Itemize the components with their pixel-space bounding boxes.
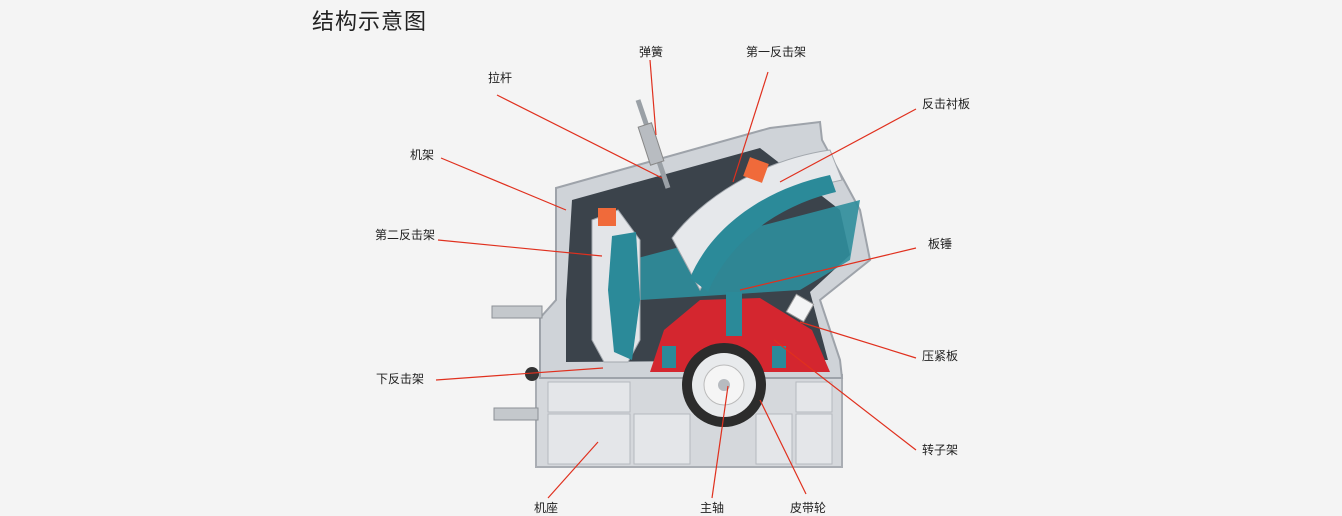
label-frame: 机架 [410, 148, 435, 162]
second-impact-rack [591, 208, 641, 363]
leader-base [547, 441, 599, 499]
leader-blow-bar [739, 247, 917, 291]
leader-rotor-frame [773, 339, 917, 451]
label-second-impact-rack: 第二反击架 [375, 228, 436, 242]
rotor-frame [650, 292, 830, 372]
label-impact-liner: 反击衬板 [922, 97, 971, 111]
page-title: 结构示意图 [312, 10, 428, 35]
label-lower-impact-rack: 下反击架 [376, 372, 425, 386]
first-impact-rack [671, 149, 843, 292]
machine-base [535, 374, 843, 468]
leader-lower-impact-rack [435, 367, 604, 381]
leader-pressing-plate [799, 321, 917, 359]
label-blow-bar: 板锤 [928, 237, 953, 251]
label-pressing-plate: 压紧板 [922, 349, 959, 363]
pulley [682, 343, 766, 427]
label-main-shaft: 主轴 [700, 501, 725, 515]
side-cylinders [491, 305, 543, 421]
leader-impact-liner [779, 108, 917, 183]
leader-main-shaft [711, 385, 729, 499]
label-spring: 弹簧 [639, 45, 664, 59]
leader-tie-rod [496, 94, 663, 179]
spring-tie-rod [635, 99, 671, 189]
leader-frame [440, 157, 567, 211]
leader-pulley [759, 399, 807, 495]
leader-first-impact-rack [732, 71, 769, 183]
label-first-impact-rack: 第一反击架 [746, 45, 807, 59]
label-rotor-frame: 转子架 [922, 443, 959, 457]
leader-second-impact-rack [437, 239, 603, 257]
label-base: 机座 [534, 501, 559, 515]
leader-spring [649, 59, 657, 136]
leader-lines [435, 59, 917, 499]
label-pulley: 皮带轮 [790, 501, 827, 515]
label-tie-rod: 拉杆 [488, 71, 513, 85]
